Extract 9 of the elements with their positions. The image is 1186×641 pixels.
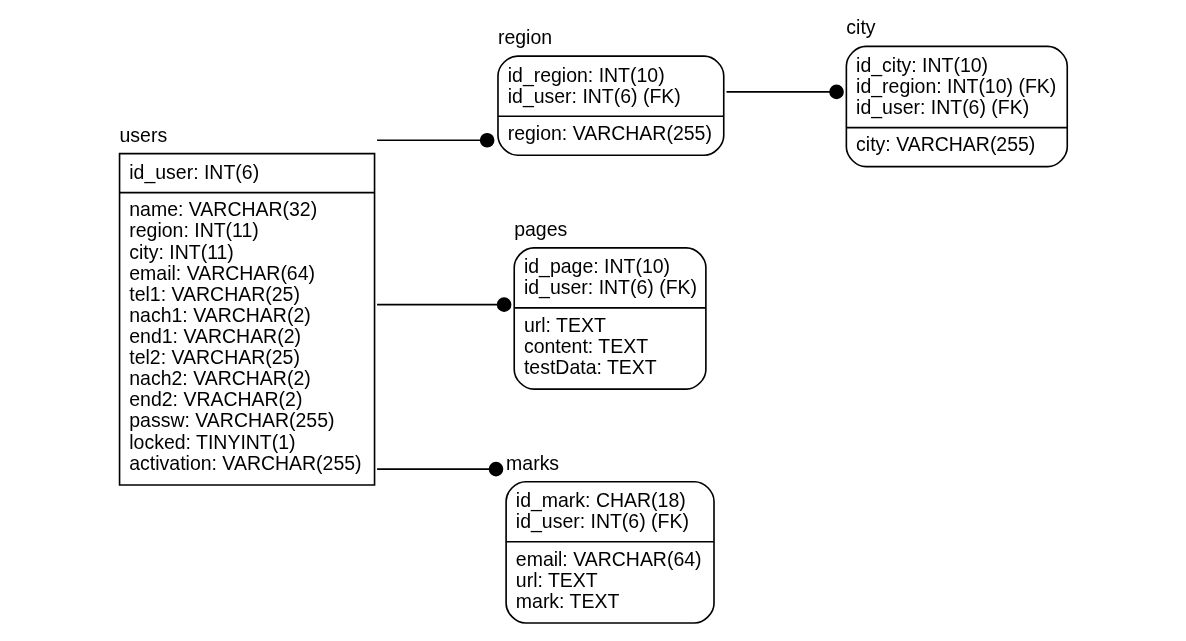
node-label: region [497, 26, 553, 49]
node-label: city [846, 16, 876, 39]
connector [376, 132, 495, 148]
connector [376, 461, 504, 477]
node-label: marks [506, 451, 560, 474]
node-label: pages [514, 217, 568, 240]
connector [376, 297, 512, 312]
connector [725, 84, 844, 100]
node-label: users [119, 123, 168, 146]
